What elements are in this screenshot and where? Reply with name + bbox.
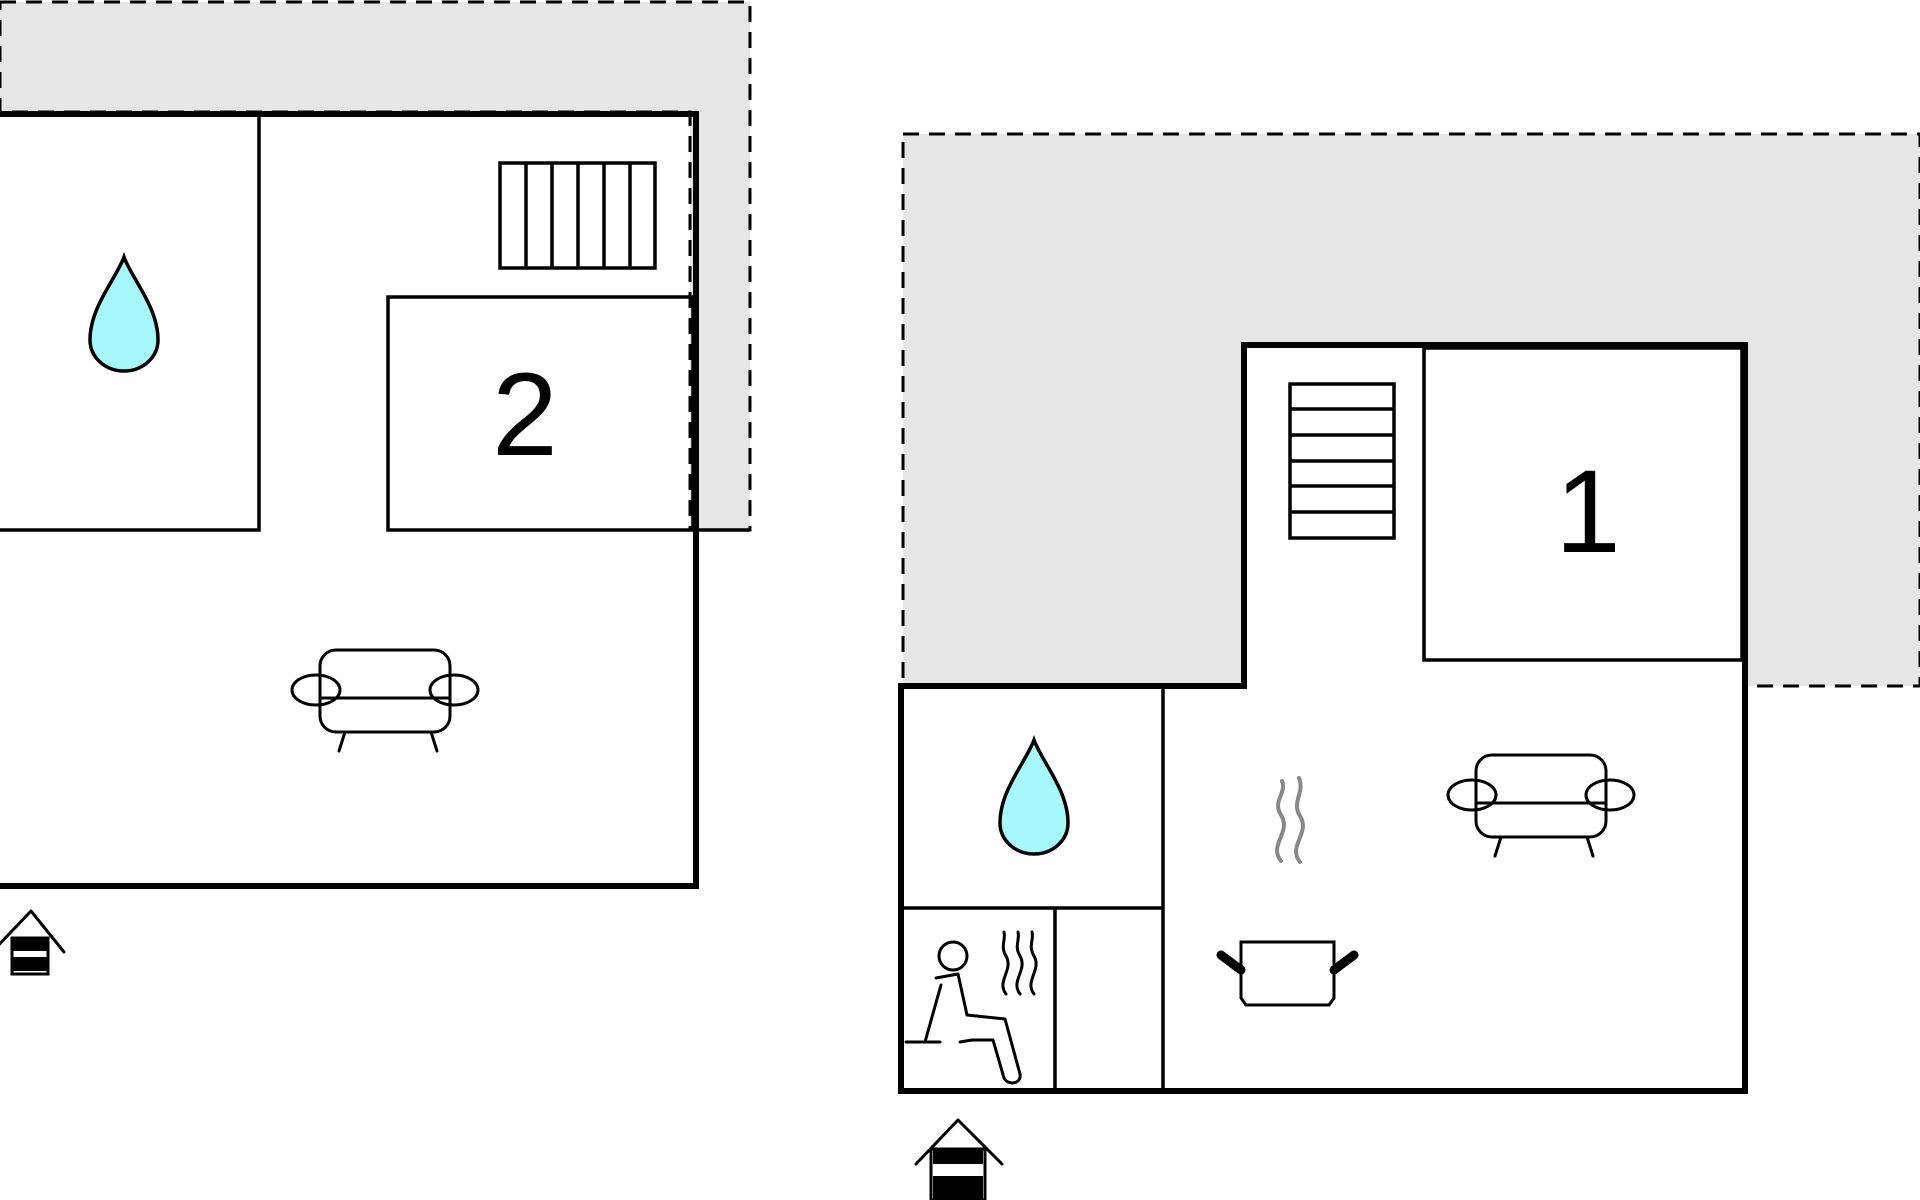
sofa-icon: [290, 648, 480, 753]
entrance-icon: [0, 909, 66, 976]
stairs-icon: [498, 161, 657, 270]
bedroom-2: [386, 295, 695, 532]
floor-left: 2: [0, 0, 752, 976]
outer-wall-left: [0, 111, 699, 889]
bedroom-1: [1422, 346, 1744, 662]
cooking-pot-icon: [1216, 776, 1359, 1007]
room-number-2: 2: [492, 349, 558, 481]
entrance-icon: [914, 1118, 1004, 1200]
bathroom-left: [0, 114, 261, 532]
water-drop-icon: [88, 251, 160, 373]
floor-right: 1: [898, 132, 1920, 1200]
terrace-right: [901, 132, 1920, 688]
outer-wall-right: [898, 342, 1748, 1094]
stairs-icon: [1288, 382, 1396, 540]
water-drop-icon: [998, 734, 1070, 856]
sauna-icon: [904, 930, 1038, 1085]
terrace-left: [0, 0, 752, 532]
sofa-icon: [1446, 753, 1636, 858]
room-number-1: 1: [1555, 446, 1621, 578]
